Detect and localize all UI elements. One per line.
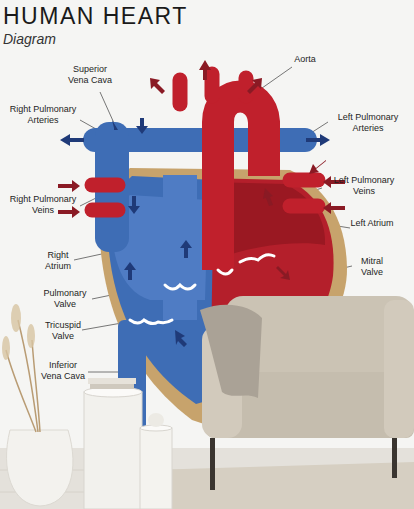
part-label: Left Pulmonary Arteries bbox=[325, 112, 411, 133]
part-label: Left Atrium bbox=[350, 218, 394, 229]
part-label: Right Pulmonary Arteries bbox=[4, 104, 82, 125]
part-label: Left Pulmonary Veins bbox=[322, 175, 406, 196]
part-label: Aorta bbox=[285, 54, 325, 65]
part-label: Right Atrium bbox=[38, 250, 78, 271]
title: HUMAN HEART bbox=[3, 3, 188, 30]
part-label: Tricuspid Valve bbox=[38, 320, 88, 341]
part-label: Mitral Valve bbox=[350, 256, 394, 277]
part-label: Inferior Vena Cava bbox=[38, 360, 88, 381]
part-label: Pulmonary Valve bbox=[36, 288, 94, 309]
part-label: Right Pulmonary Veins bbox=[4, 194, 82, 215]
part-label: Superior Vena Cava bbox=[62, 64, 118, 85]
subtitle: Diagram bbox=[3, 31, 56, 47]
